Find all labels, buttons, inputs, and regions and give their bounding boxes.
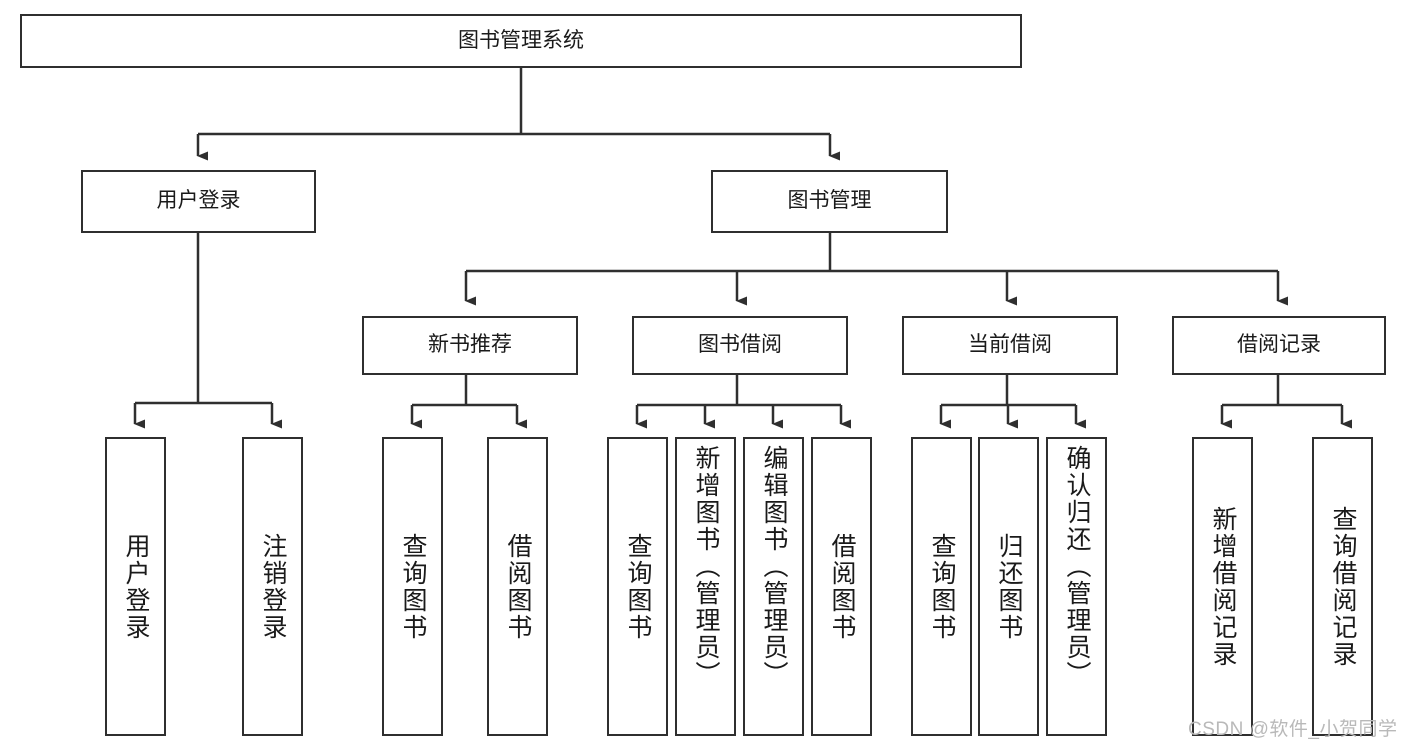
node-leaf-return-book-label: 归还图书 [995,532,1023,641]
node-leaf-borrow-book-2-label: 借阅图书 [828,532,856,641]
node-leaf-confirm-return-label: 确认归还（管理员） [1063,445,1091,688]
node-new-book-rec[interactable]: 新书推荐 [362,316,578,375]
node-borrow-record-label: 借阅记录 [1237,333,1321,357]
node-leaf-query-record[interactable]: 查询借阅记录 [1312,437,1373,736]
node-book-manage-label: 图书管理 [787,189,872,213]
node-leaf-query-book-2[interactable]: 查询图书 [607,437,668,736]
node-leaf-logout[interactable]: 注销登录 [242,437,303,736]
node-leaf-user-login[interactable]: 用户登录 [105,437,166,736]
node-leaf-borrow-book-1-label: 借阅图书 [504,532,532,641]
node-leaf-return-book[interactable]: 归还图书 [978,437,1039,736]
node-user-login[interactable]: 用户登录 [81,170,316,233]
node-leaf-borrow-book-2[interactable]: 借阅图书 [811,437,872,736]
node-leaf-add-book[interactable]: 新增图书（管理员） [675,437,736,736]
node-leaf-borrow-book-1[interactable]: 借阅图书 [487,437,548,736]
node-user-login-label: 用户登录 [156,189,241,213]
node-leaf-add-record-label: 新增借阅记录 [1209,505,1237,668]
node-book-borrow-label: 图书借阅 [698,333,782,357]
node-leaf-add-record[interactable]: 新增借阅记录 [1192,437,1253,736]
node-leaf-confirm-return[interactable]: 确认归还（管理员） [1046,437,1107,736]
node-current-borrow[interactable]: 当前借阅 [902,316,1118,375]
node-leaf-add-book-label: 新增图书（管理员） [692,445,720,688]
node-leaf-user-login-label: 用户登录 [122,532,150,641]
node-leaf-edit-book[interactable]: 编辑图书（管理员） [743,437,804,736]
node-borrow-record[interactable]: 借阅记录 [1172,316,1386,375]
node-leaf-query-book-1-label: 查询图书 [399,532,427,641]
node-leaf-query-book-2-label: 查询图书 [624,532,652,641]
node-leaf-query-book-3[interactable]: 查询图书 [911,437,972,736]
node-book-borrow[interactable]: 图书借阅 [632,316,848,375]
node-book-manage[interactable]: 图书管理 [711,170,948,233]
node-leaf-query-book-3-label: 查询图书 [928,532,956,641]
node-leaf-logout-label: 注销登录 [259,532,287,641]
node-leaf-query-book-1[interactable]: 查询图书 [382,437,443,736]
node-current-borrow-label: 当前借阅 [968,333,1052,357]
node-new-book-rec-label: 新书推荐 [428,333,512,357]
node-root-label: 图书管理系统 [458,28,584,52]
csdn-watermark: CSDN @软件_小贺同学 [1188,719,1398,740]
node-leaf-query-record-label: 查询借阅记录 [1329,505,1357,668]
node-leaf-edit-book-label: 编辑图书（管理员） [760,445,788,688]
node-root[interactable]: 图书管理系统 [20,14,1022,68]
